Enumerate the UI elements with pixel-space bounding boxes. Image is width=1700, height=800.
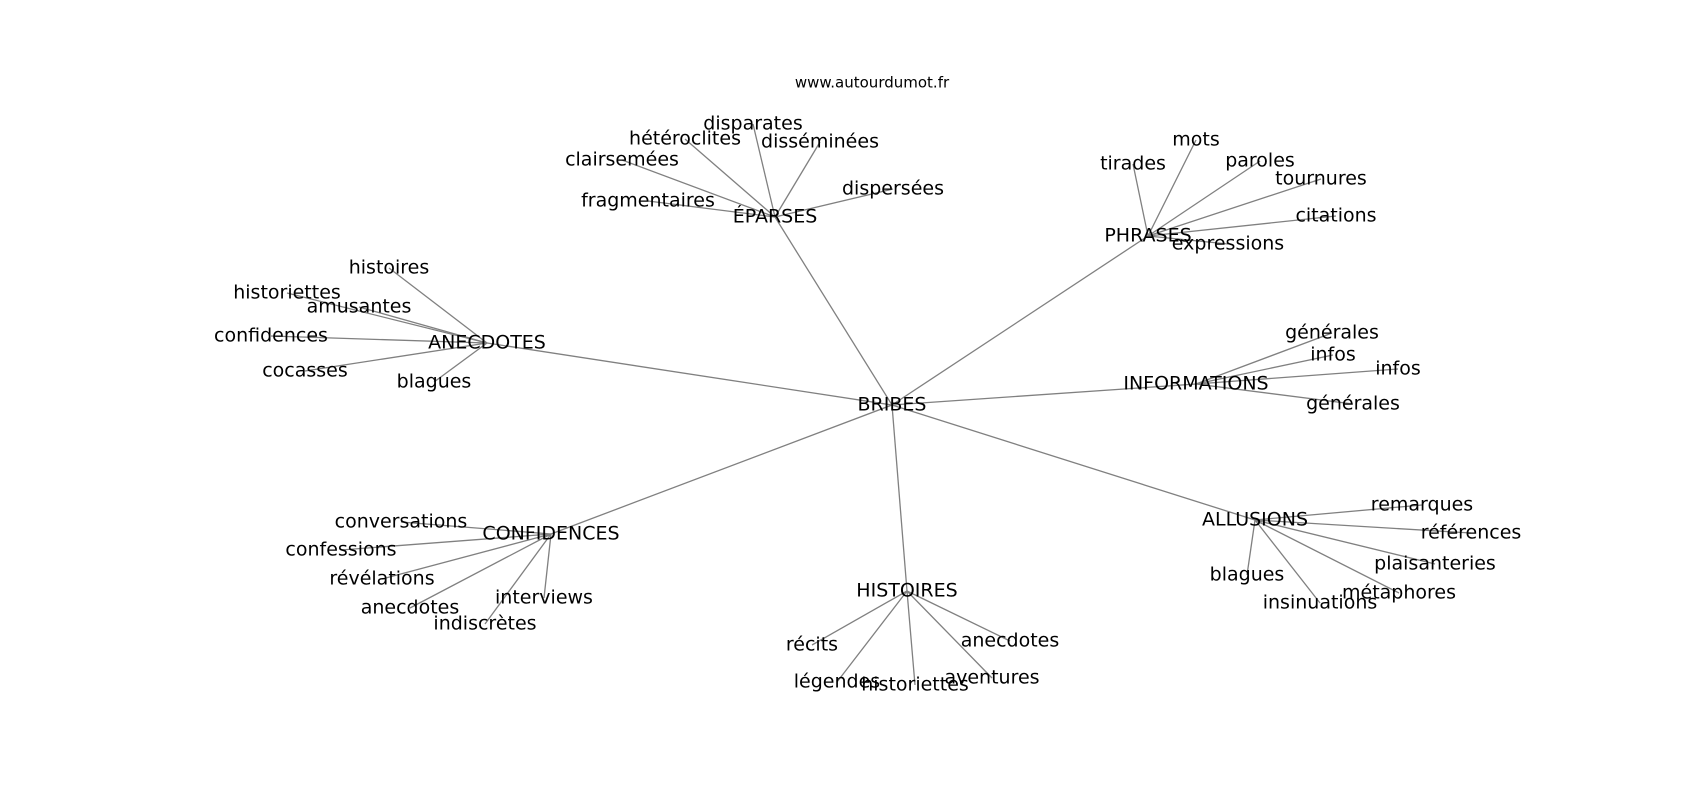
edge-root-allusions bbox=[891, 404, 1256, 521]
hub-node-informations[interactable]: INFORMATIONS bbox=[1123, 373, 1268, 395]
hub-node-eparses[interactable]: ÉPARSES bbox=[733, 205, 818, 228]
edge-phrases-paroles bbox=[1147, 160, 1261, 237]
edge-eparses-dispersees bbox=[774, 188, 894, 218]
word-node-amusantes[interactable]: amusantes bbox=[307, 296, 412, 318]
edge-anecdotes-blagues bbox=[433, 342, 488, 383]
hub-node-histoires[interactable]: HISTOIRES bbox=[856, 580, 957, 602]
word-node-interviews[interactable]: interviews bbox=[495, 587, 593, 609]
edge-histoires-recits bbox=[811, 590, 908, 646]
edge-confidences-revelations bbox=[381, 533, 552, 580]
hub-node-anecdotes[interactable]: ANECDOTES bbox=[428, 332, 546, 354]
word-node-generales[interactable]: générales bbox=[1306, 393, 1400, 415]
edge-phrases-expressions bbox=[1147, 235, 1229, 245]
edge-allusions-plaisanteries bbox=[1254, 519, 1436, 565]
edge-confidences-anecdotes bbox=[409, 533, 552, 609]
word-node-blagues[interactable]: blagues bbox=[1210, 564, 1285, 586]
word-node-paroles[interactable]: paroles bbox=[1225, 150, 1295, 172]
word-node-confidences[interactable]: confidences bbox=[214, 325, 328, 347]
word-node-mots[interactable]: mots bbox=[1172, 129, 1219, 151]
edge-histoires-aventures bbox=[906, 590, 993, 679]
graph-labels: www.autourdumot.fr disparateshétéroclite… bbox=[214, 74, 1521, 696]
edge-root-informations bbox=[891, 383, 1197, 406]
word-node-histoires[interactable]: histoires bbox=[349, 257, 430, 279]
edge-informations-infos bbox=[1195, 368, 1399, 385]
edge-allusions-remarques bbox=[1254, 504, 1423, 521]
site-url[interactable]: www.autourdumot.fr bbox=[795, 74, 950, 92]
word-node-conversations[interactable]: conversations bbox=[335, 511, 468, 533]
edge-anecdotes-cocasses bbox=[304, 342, 488, 372]
edge-histoires-historiettes bbox=[906, 590, 916, 686]
edge-root-eparses bbox=[774, 216, 893, 406]
word-node-dispersees[interactable]: dispersées bbox=[842, 178, 944, 200]
word-node-references[interactable]: références bbox=[1421, 522, 1522, 544]
edge-phrases-citations bbox=[1147, 215, 1337, 237]
graph-edges bbox=[270, 123, 1472, 686]
edge-eparses-fragmentaires bbox=[647, 200, 776, 218]
edge-root-phrases bbox=[891, 235, 1149, 406]
edge-root-anecdotes bbox=[486, 342, 893, 406]
edge-allusions-insinuations bbox=[1254, 519, 1321, 604]
edge-root-histoires bbox=[891, 404, 908, 592]
word-node-recits[interactable]: récits bbox=[786, 634, 838, 656]
word-node-tournures[interactable]: tournures bbox=[1275, 168, 1367, 190]
hub-node-allusions[interactable]: ALLUSIONS bbox=[1202, 509, 1308, 531]
word-node-aventures[interactable]: aventures bbox=[944, 667, 1039, 689]
word-node-disseminees[interactable]: disséminées bbox=[761, 131, 879, 153]
word-node-indiscretes[interactable]: indiscrètes bbox=[433, 613, 536, 635]
edge-phrases-tirades bbox=[1132, 163, 1149, 237]
edge-confidences-interviews bbox=[543, 533, 552, 599]
word-node-disparates[interactable]: disparates bbox=[703, 113, 802, 135]
word-node-clairsemees[interactable]: clairsemées bbox=[565, 149, 679, 171]
edge-allusions-metaphores bbox=[1254, 519, 1400, 594]
edge-anecdotes-historiettes bbox=[286, 292, 488, 344]
edge-confidences-conversations bbox=[400, 521, 552, 535]
word-node-metaphores[interactable]: métaphores bbox=[1342, 582, 1456, 604]
edge-anecdotes-histoires bbox=[388, 267, 488, 344]
word-node-expressions[interactable]: expressions bbox=[1172, 233, 1284, 255]
edge-phrases-tournures bbox=[1147, 178, 1322, 237]
edge-histoires-anecdotes bbox=[906, 590, 1011, 642]
word-node-cocasses[interactable]: cocasses bbox=[262, 360, 348, 382]
hub-node-phrases[interactable]: PHRASES bbox=[1104, 225, 1191, 247]
word-node-fragmentaires[interactable]: fragmentaires bbox=[581, 190, 715, 212]
word-node-anecdotes[interactable]: anecdotes bbox=[361, 597, 460, 619]
word-node-historiettes[interactable]: historiettes bbox=[861, 674, 969, 696]
word-node-legendes[interactable]: légendes bbox=[794, 671, 880, 693]
edge-informations-generales bbox=[1195, 383, 1354, 405]
word-node-historiettes[interactable]: historiettes bbox=[233, 282, 341, 304]
edge-eparses-disseminees bbox=[774, 141, 821, 218]
word-node-insinuations[interactable]: insinuations bbox=[1263, 592, 1378, 614]
edge-anecdotes-confidences bbox=[270, 335, 488, 344]
word-node-heteroclites[interactable]: hétéroclites bbox=[629, 128, 741, 150]
edge-allusions-references bbox=[1254, 519, 1472, 534]
word-node-tirades[interactable]: tirades bbox=[1100, 153, 1166, 175]
word-node-plaisanteries[interactable]: plaisanteries bbox=[1374, 553, 1496, 575]
edge-phrases-mots bbox=[1147, 139, 1197, 237]
edge-histoires-legendes bbox=[836, 590, 908, 683]
edge-confidences-confessions bbox=[340, 533, 552, 551]
edge-informations-infos bbox=[1195, 354, 1334, 385]
word-node-confessions[interactable]: confessions bbox=[285, 539, 396, 561]
root-node[interactable]: BRIBES bbox=[858, 394, 927, 416]
edge-confidences-indiscretes bbox=[484, 533, 552, 625]
edge-eparses-clairsemees bbox=[621, 159, 776, 218]
word-node-remarques[interactable]: remarques bbox=[1371, 494, 1473, 516]
edge-root-confidences bbox=[550, 404, 893, 535]
word-node-infos[interactable]: infos bbox=[1375, 358, 1421, 380]
edge-informations-generales bbox=[1195, 332, 1333, 385]
edge-eparses-heteroclites bbox=[684, 138, 776, 218]
word-node-blagues[interactable]: blagues bbox=[397, 371, 472, 393]
word-node-anecdotes[interactable]: anecdotes bbox=[961, 630, 1060, 652]
word-node-infos[interactable]: infos bbox=[1310, 344, 1356, 366]
edge-allusions-blagues bbox=[1246, 519, 1256, 576]
edge-anecdotes-amusantes bbox=[358, 306, 488, 344]
word-node-citations[interactable]: citations bbox=[1295, 205, 1376, 227]
hub-node-confidences[interactable]: CONFIDENCES bbox=[482, 523, 619, 545]
word-node-generales[interactable]: générales bbox=[1285, 322, 1379, 344]
word-node-revelations[interactable]: révélations bbox=[329, 568, 434, 590]
edge-eparses-disparates bbox=[752, 123, 776, 218]
